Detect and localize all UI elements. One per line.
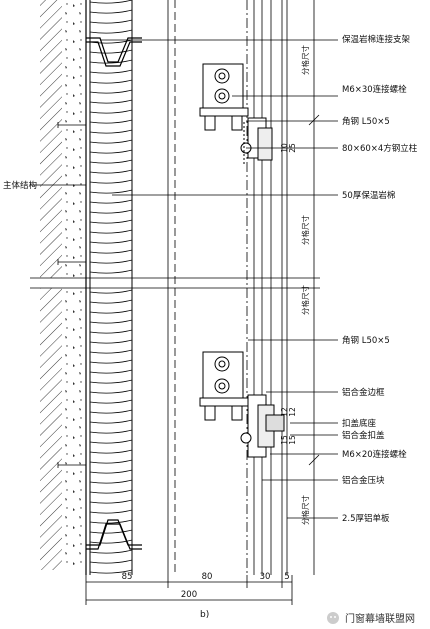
main-structure-wall <box>40 0 87 575</box>
grid-dimension-bar <box>308 0 320 575</box>
dim-80: 80 <box>202 572 213 582</box>
label-frame: 铝合金边框 <box>342 387 385 398</box>
small-dim-12a: 12 <box>280 407 289 417</box>
label-cap: 铝合金扣盖 <box>342 430 385 441</box>
label-main-structure: 主体结构 <box>3 180 37 191</box>
label-grid-size-1: 分格尺寸 <box>300 45 310 75</box>
wechat-icon <box>327 612 339 624</box>
label-angle-top: 角钢 L50×5 <box>342 116 390 127</box>
label-rock-wool: 50厚保温岩棉 <box>342 190 395 201</box>
label-press-block: 铝合金压块 <box>342 475 385 486</box>
label-bolt-m6x20: M6×20连接螺栓 <box>342 449 407 460</box>
label-angle-bottom: 角钢 L50×5 <box>342 335 390 346</box>
small-dim-15a: 15 <box>280 435 289 445</box>
small-dim-10: 10 <box>280 143 289 153</box>
dim-5: 5 <box>284 572 289 582</box>
bottom-bracket-assembly <box>199 351 285 458</box>
label-grid-size-3: 分格尺寸 <box>300 285 310 315</box>
dim-200: 200 <box>181 590 197 600</box>
break-line <box>30 277 320 289</box>
rock-wool-insulation <box>89 0 133 575</box>
label-grid-size-4: 分格尺寸 <box>300 495 310 525</box>
label-bolt-m6x30: M6×30连接螺栓 <box>342 84 407 95</box>
label-cap-base: 扣盖底座 <box>342 418 377 429</box>
watermark: 门窗幕墙联盟网 <box>345 612 415 625</box>
label-steel-column: 80×60×4方钢立柱 <box>342 143 418 154</box>
leader-lines <box>30 39 338 519</box>
label-panel: 2.5厚铝单板 <box>342 513 390 524</box>
wall-anchors <box>57 122 86 468</box>
figure-caption: b) <box>200 610 209 620</box>
labels: 保温岩棉连接支架 M6×30连接螺栓 角钢 L50×5 80×60×4方钢立柱 … <box>3 34 418 625</box>
dim-85: 85 <box>122 572 133 582</box>
bottom-dimensions <box>85 575 293 605</box>
small-dim-25: 25 <box>288 143 297 153</box>
insulation-brackets <box>86 37 142 550</box>
label-grid-size-2: 分格尺寸 <box>300 215 310 245</box>
small-dim-12b: 12 <box>288 407 297 417</box>
small-dim-15b: 15 <box>288 435 297 445</box>
dim-30: 30 <box>260 572 271 582</box>
label-insulation-bracket: 保温岩棉连接支架 <box>342 34 411 45</box>
top-bracket-assembly <box>199 63 273 165</box>
